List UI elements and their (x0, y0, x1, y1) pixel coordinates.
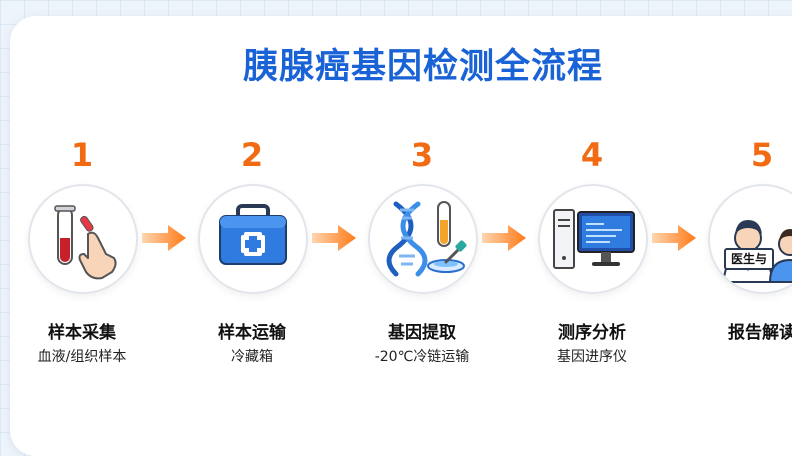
step5-sign: 医生与 (724, 248, 774, 270)
step-icon-circle (198, 184, 308, 294)
step-icon-circle (368, 184, 478, 294)
step-label: 样本运输 (218, 323, 286, 343)
step-label: 样本采集 (48, 323, 116, 343)
step-icon-circle: 医生与 (708, 184, 792, 294)
arrow-right-icon (482, 225, 526, 251)
step-number: 4 (580, 136, 604, 174)
step-label: 测序分析 (558, 323, 626, 343)
step-number: 3 (410, 136, 434, 174)
arrow-right-icon (652, 225, 696, 251)
step-sub: 血液/组织样本 (37, 349, 127, 365)
step-number: 2 (240, 136, 264, 174)
step-number: 1 (70, 136, 94, 174)
page-title: 胰腺癌基因检测全流程 (242, 47, 603, 87)
test-tube-hand-icon (54, 205, 117, 280)
step-number: 5 (750, 136, 774, 174)
step-icon-circle (28, 184, 138, 294)
arrow-right-icon (312, 225, 356, 251)
step-icon-circle (538, 184, 648, 294)
arrow-right-icon (142, 225, 186, 251)
step-sub: -20℃冷链运输 (374, 349, 470, 365)
dna-icon (386, 201, 467, 277)
medical-cooler-icon (219, 204, 287, 265)
step-sub: 冷藏箱 (231, 349, 273, 365)
step-label: 基因提取 (388, 323, 456, 343)
computer-icon (553, 209, 635, 269)
doctor-patient-icon (722, 220, 792, 283)
step-sub: 基因进序仪 (557, 349, 627, 365)
step-label: 报告解读 (728, 323, 792, 343)
